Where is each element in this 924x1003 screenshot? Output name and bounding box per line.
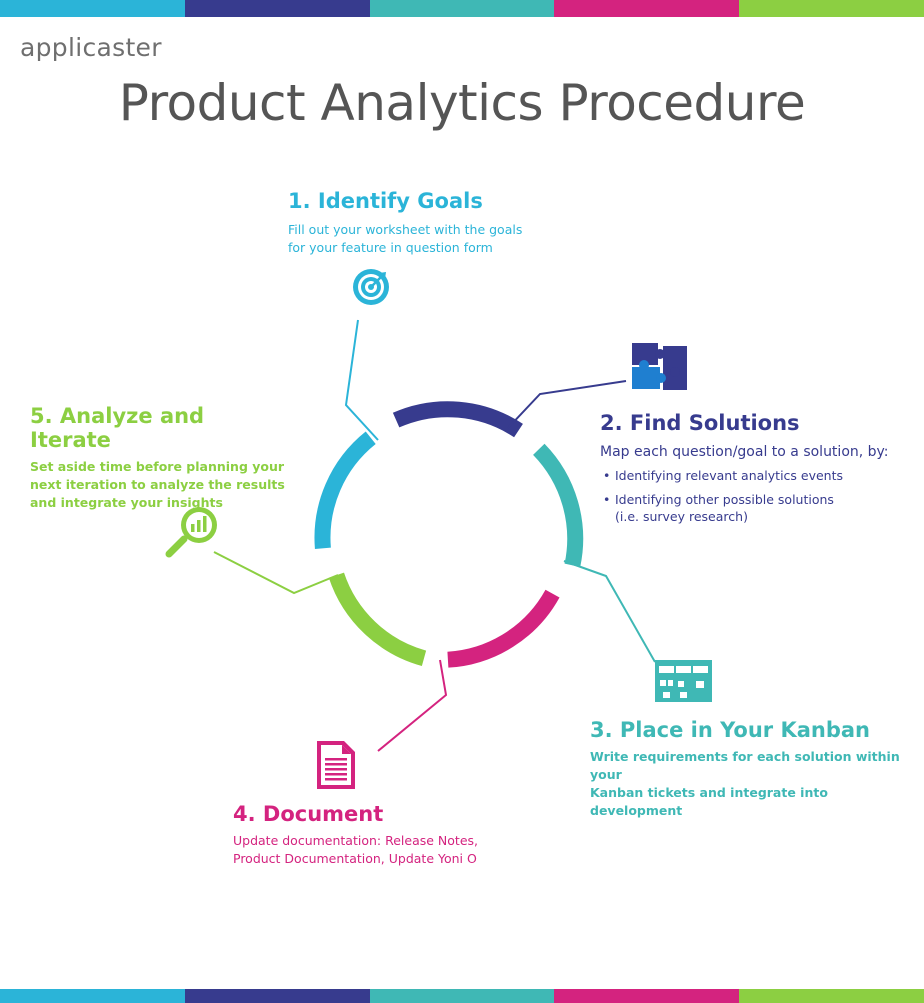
arc-find-solutions [392, 401, 523, 438]
connector-analyze [213, 551, 339, 595]
step-2-intro: Map each question/goal to a solution, by… [600, 444, 889, 460]
magnifier-chart-icon [165, 507, 217, 558]
target-icon [353, 269, 389, 305]
bullet-item: • Identifying other possible solutions (i.… [600, 491, 920, 525]
bullet-text-continuation: (i.e. survey research) [615, 509, 748, 524]
band-segment-magenta [554, 0, 740, 17]
step-place-kanban: 3. Place in Your Kanban Write requiremen… [590, 718, 920, 820]
arc-document [447, 589, 560, 668]
step-identify-goals: 1. Identify Goals Fill out your workshee… [288, 189, 588, 257]
band-segment-teal [369, 989, 555, 1003]
band-segment-cyan [0, 989, 185, 1003]
step-2-title: 2. Find Solutions [600, 411, 800, 435]
kanban-board-icon [655, 660, 712, 702]
connector-kanban [563, 560, 656, 663]
step-5-line: and integrate your insights [30, 495, 223, 510]
step-1-line: Fill out your worksheet with the goals [288, 222, 523, 237]
connector-solutions [507, 380, 627, 429]
page-title: Product Analytics Procedure [118, 74, 806, 132]
bullet-dot: • [603, 492, 611, 507]
band-segment-cyan [0, 0, 185, 17]
band-segment-navy [184, 989, 370, 1003]
bullet-dot: • [603, 468, 611, 483]
connector-goals [344, 319, 379, 441]
step-5-line: next iteration to analyze the results [30, 477, 285, 492]
bottom-color-band [0, 989, 924, 1003]
step-4-description: Update documentation: Release Notes, Pro… [233, 832, 533, 868]
step-1-title: 1. Identify Goals [288, 189, 483, 213]
bullet-item: • Identifying relevant analytics events [600, 467, 920, 484]
step-3-description: Write requirements for each solution wit… [590, 748, 920, 820]
step-analyze-iterate: 5. Analyze and Iterate Set aside time be… [30, 404, 290, 512]
step-2-bullets: • Identifying relevant analytics events •… [600, 467, 920, 525]
arc-analyze-iterate [328, 572, 427, 667]
bullet-text: Identifying other possible solutions [615, 492, 834, 507]
bullet-text: Identifying relevant analytics events [615, 468, 844, 483]
step-4-line: Update documentation: Release Notes, [233, 833, 478, 848]
band-segment-green [739, 989, 924, 1003]
step-3-line: Kanban tickets and integrate into develo… [590, 785, 828, 818]
brand-logo: applicaster [20, 33, 162, 62]
step-find-solutions: 2. Find Solutions Map each question/goal… [600, 411, 920, 532]
band-segment-magenta [554, 989, 740, 1003]
step-document: 4. Document Update documentation: Releas… [233, 802, 533, 868]
band-segment-navy [184, 0, 370, 17]
step-1-description: Fill out your worksheet with the goals f… [288, 221, 588, 257]
arc-place-kanban [532, 443, 584, 567]
step-1-line: for your feature in question form [288, 240, 493, 255]
band-segment-green [739, 0, 924, 17]
band-segment-teal [369, 0, 555, 17]
top-color-band [0, 0, 924, 17]
connector-document [377, 659, 448, 752]
arc-identify-goals [314, 431, 376, 549]
step-5-line: Set aside time before planning your [30, 459, 285, 474]
step-4-line: Product Documentation, Update Yoni O [233, 851, 477, 866]
document-icon [317, 741, 355, 789]
puzzle-icon [632, 343, 687, 390]
step-3-title: 3. Place in Your Kanban [590, 718, 870, 742]
step-5-description: Set aside time before planning your next… [30, 458, 290, 512]
step-5-title: 5. Analyze and Iterate [30, 404, 205, 452]
step-4-title: 4. Document [233, 802, 384, 826]
step-3-line: Write requirements for each solution wit… [590, 749, 900, 782]
